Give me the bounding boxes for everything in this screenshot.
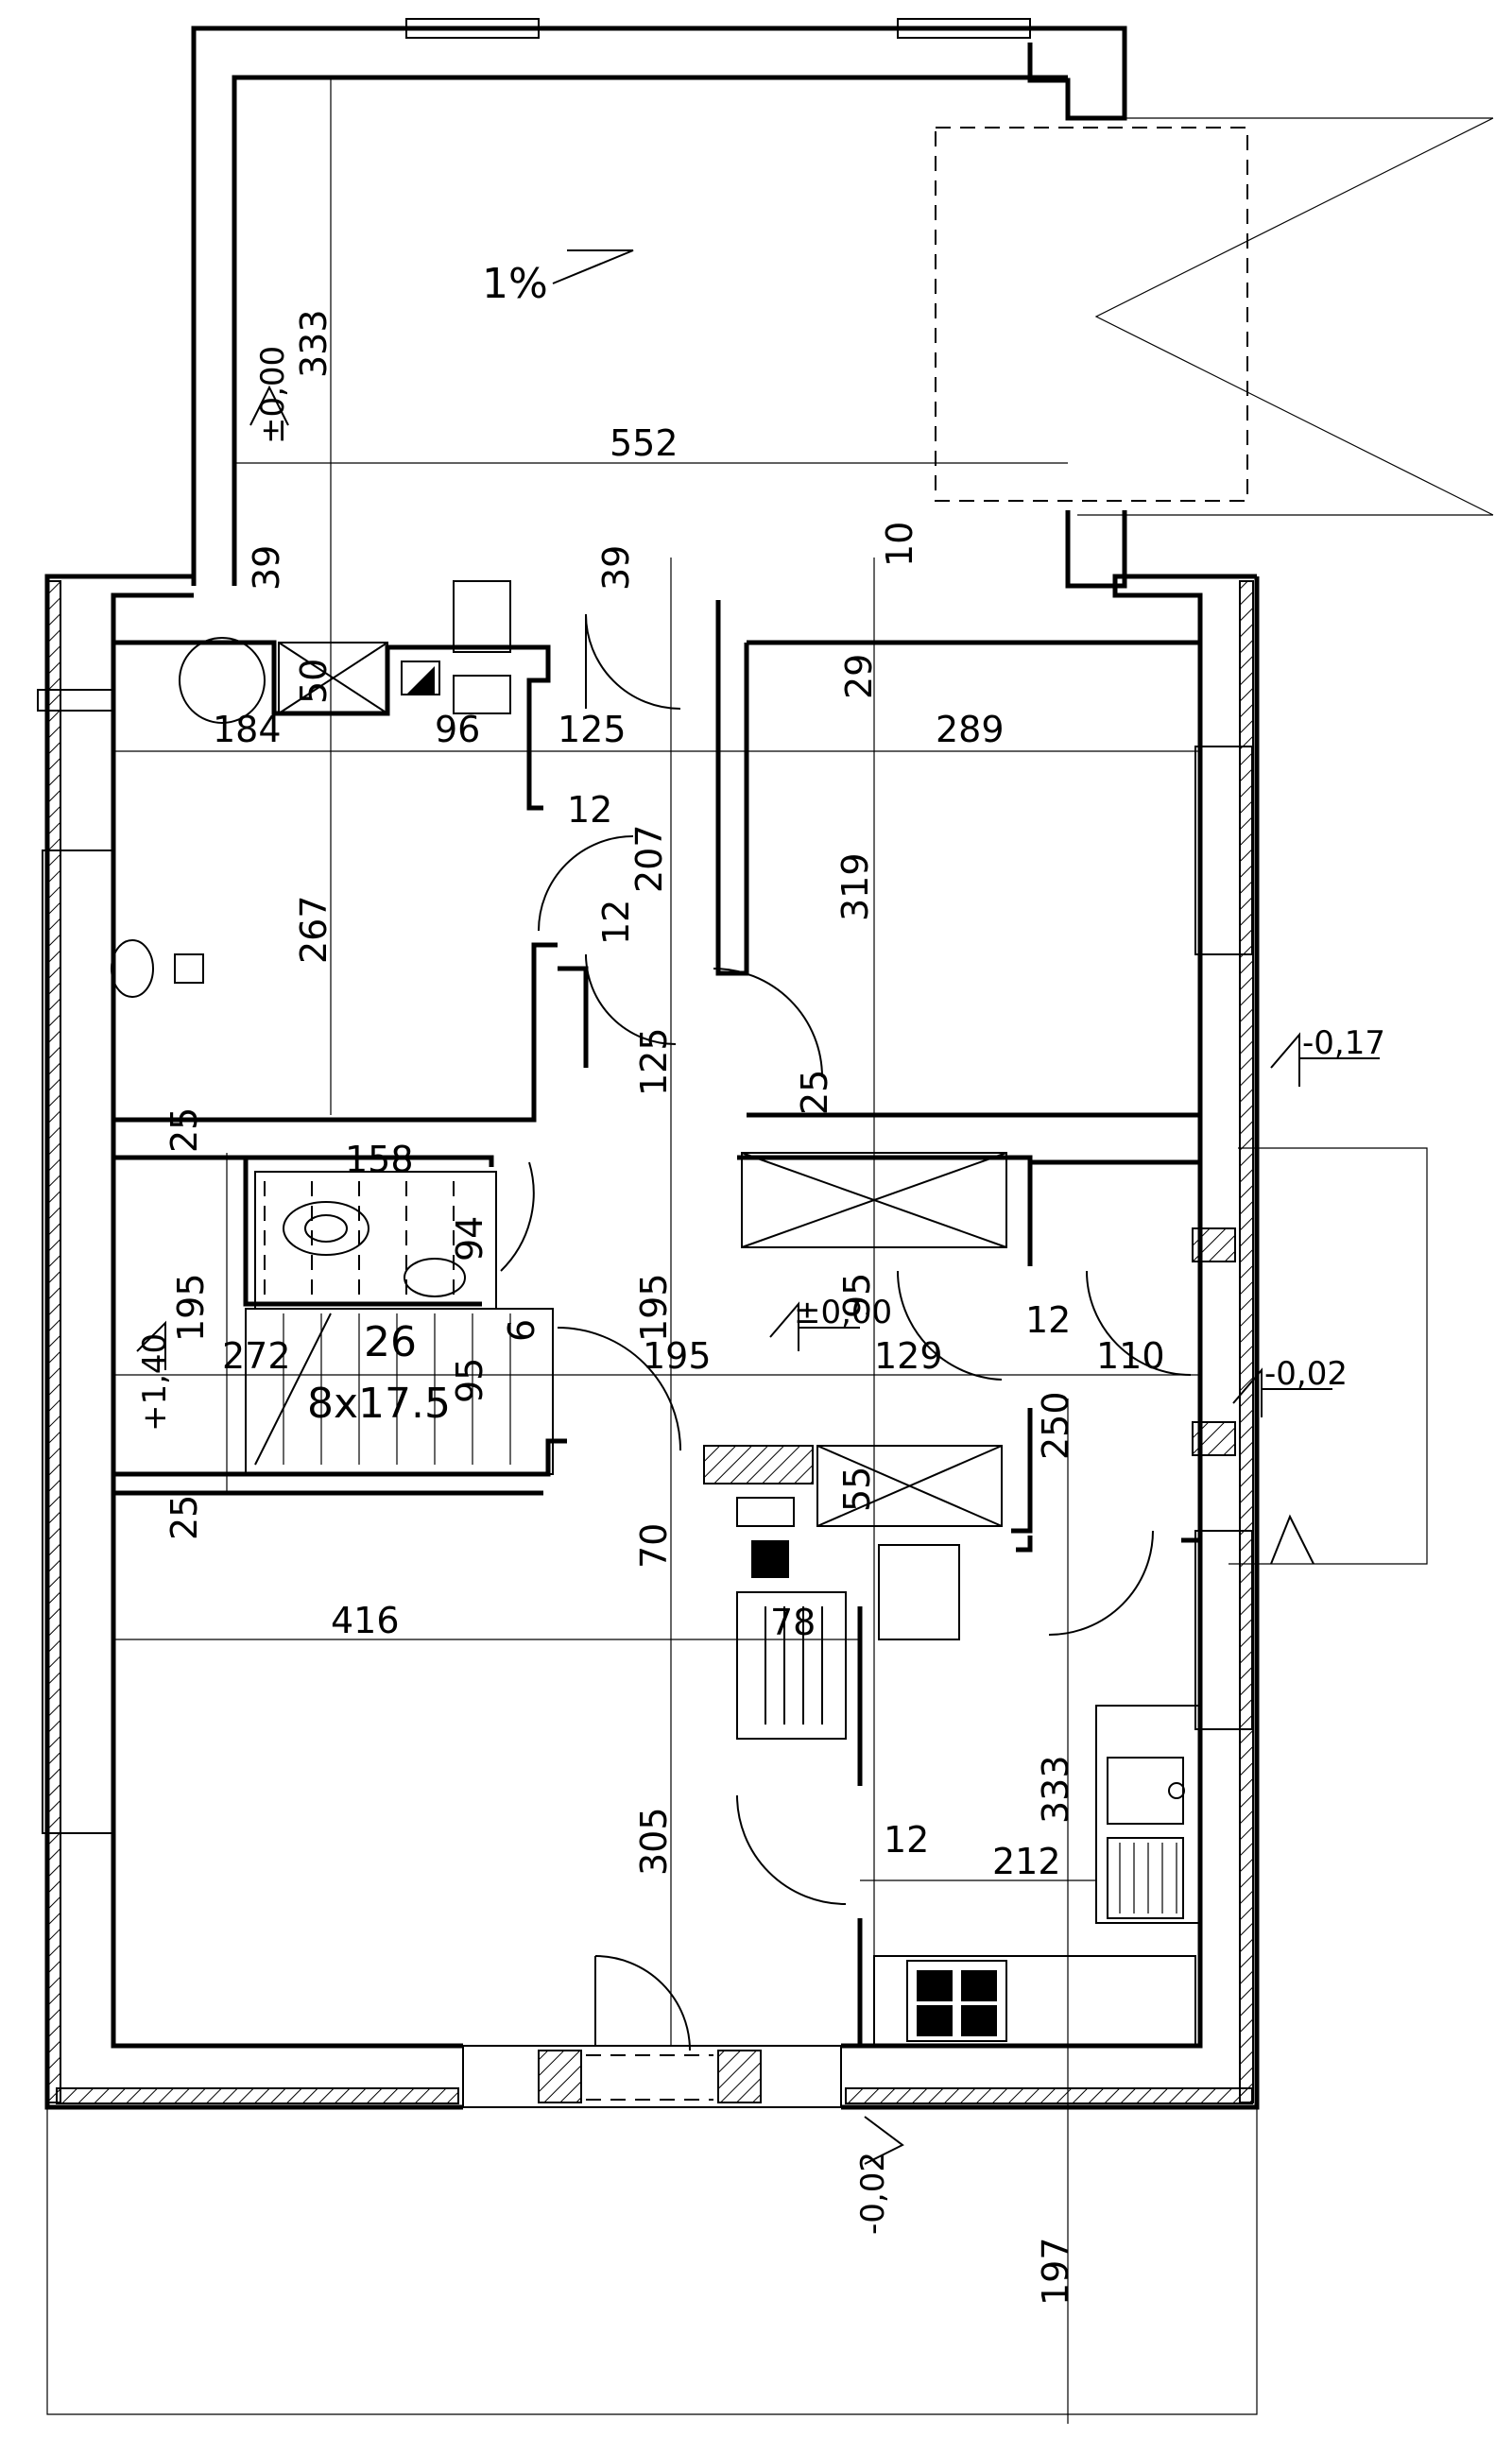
dim-6: 6 xyxy=(501,1319,542,1342)
dim-250: 250 xyxy=(1035,1391,1076,1460)
dimension-lines xyxy=(113,76,1200,2424)
drain-icon xyxy=(174,953,204,984)
dim-94: 94 xyxy=(449,1216,490,1261)
kitchen xyxy=(873,1705,1201,2047)
dim-195b: 195 xyxy=(633,1273,675,1342)
dim-158: 158 xyxy=(345,1139,414,1180)
level-entry-step: -0,17 xyxy=(1302,1024,1385,1062)
dim-12a: 12 xyxy=(567,789,612,831)
dim-197: 197 xyxy=(1035,2237,1076,2306)
dim-289: 289 xyxy=(936,709,1005,750)
dim-25b: 25 xyxy=(794,1070,835,1115)
dim-39a: 39 xyxy=(246,545,287,591)
level-side-entry: -0,02 xyxy=(1264,1355,1348,1393)
dim-195c: 195 xyxy=(643,1335,712,1377)
utility-shafts xyxy=(703,1152,1236,1740)
dim-50: 50 xyxy=(293,659,335,704)
dim-96: 96 xyxy=(435,709,480,750)
dim-305: 305 xyxy=(633,1807,675,1876)
dim-55: 55 xyxy=(836,1467,878,1512)
stairs-steps: 26 xyxy=(364,1318,417,1366)
boiler-icon xyxy=(179,637,266,724)
dim-195a: 195 xyxy=(170,1273,212,1342)
drainboard-icon xyxy=(1107,1837,1184,1919)
toilet-icon xyxy=(283,1201,369,1256)
sink-icon xyxy=(1107,1757,1184,1825)
pergola-lines xyxy=(1094,117,1494,516)
dim-333-top: 333 xyxy=(293,309,335,378)
dim-25c: 25 xyxy=(163,1495,205,1540)
dim-416: 416 xyxy=(331,1600,400,1641)
dim-184: 184 xyxy=(213,709,282,750)
dim-272: 272 xyxy=(222,1335,291,1377)
slope-label: 1% xyxy=(482,260,548,308)
washbasin-icon-2 xyxy=(111,939,154,998)
doors xyxy=(500,613,1192,2051)
dim-212: 212 xyxy=(992,1841,1061,1882)
level-hall: ±0,00 xyxy=(794,1294,892,1331)
dim-552: 552 xyxy=(610,422,679,464)
terrace-roof-outline xyxy=(935,127,1248,502)
dim-12c: 12 xyxy=(1025,1299,1071,1341)
windows xyxy=(42,746,1253,2108)
stairs: 26 8x17.5 xyxy=(245,1308,554,1475)
stairs-size: 8x17.5 xyxy=(307,1380,451,1428)
dim-333-kitchen: 333 xyxy=(1035,1755,1076,1824)
dim-95b: 95 xyxy=(449,1358,490,1403)
dim-110: 110 xyxy=(1096,1335,1165,1377)
level-stair-landing: +1,40 xyxy=(136,1333,174,1432)
level-terrace: ±0,00 xyxy=(254,346,292,444)
dim-267: 267 xyxy=(293,895,335,964)
shaft-box-top xyxy=(278,642,388,714)
dim-95a: 95 xyxy=(836,1273,878,1318)
dim-70: 70 xyxy=(633,1523,675,1569)
level-markers xyxy=(136,385,1380,2165)
stove-icon xyxy=(906,1960,1007,2042)
dim-125a: 125 xyxy=(558,709,627,750)
dim-39b: 39 xyxy=(595,545,637,591)
dim-125b: 125 xyxy=(633,1027,675,1096)
entry-step xyxy=(46,1147,1428,2415)
dim-129: 129 xyxy=(874,1335,943,1377)
dim-207: 207 xyxy=(628,824,670,893)
slope-indicator: 1% xyxy=(482,249,634,308)
dim-10: 10 xyxy=(879,522,920,567)
dim-25a: 25 xyxy=(163,1107,205,1153)
washbasin-icon xyxy=(404,1258,466,1297)
bathroom xyxy=(111,580,511,1310)
dim-29: 29 xyxy=(838,654,880,699)
interior-walls xyxy=(113,600,1203,2046)
level-front-entry: -0,02 xyxy=(854,2152,892,2235)
dim-319: 319 xyxy=(834,852,876,921)
dim-12d: 12 xyxy=(884,1819,929,1861)
dim-12b: 12 xyxy=(595,900,637,945)
radiator-icon xyxy=(736,1591,847,1740)
dim-78: 78 xyxy=(770,1602,816,1643)
